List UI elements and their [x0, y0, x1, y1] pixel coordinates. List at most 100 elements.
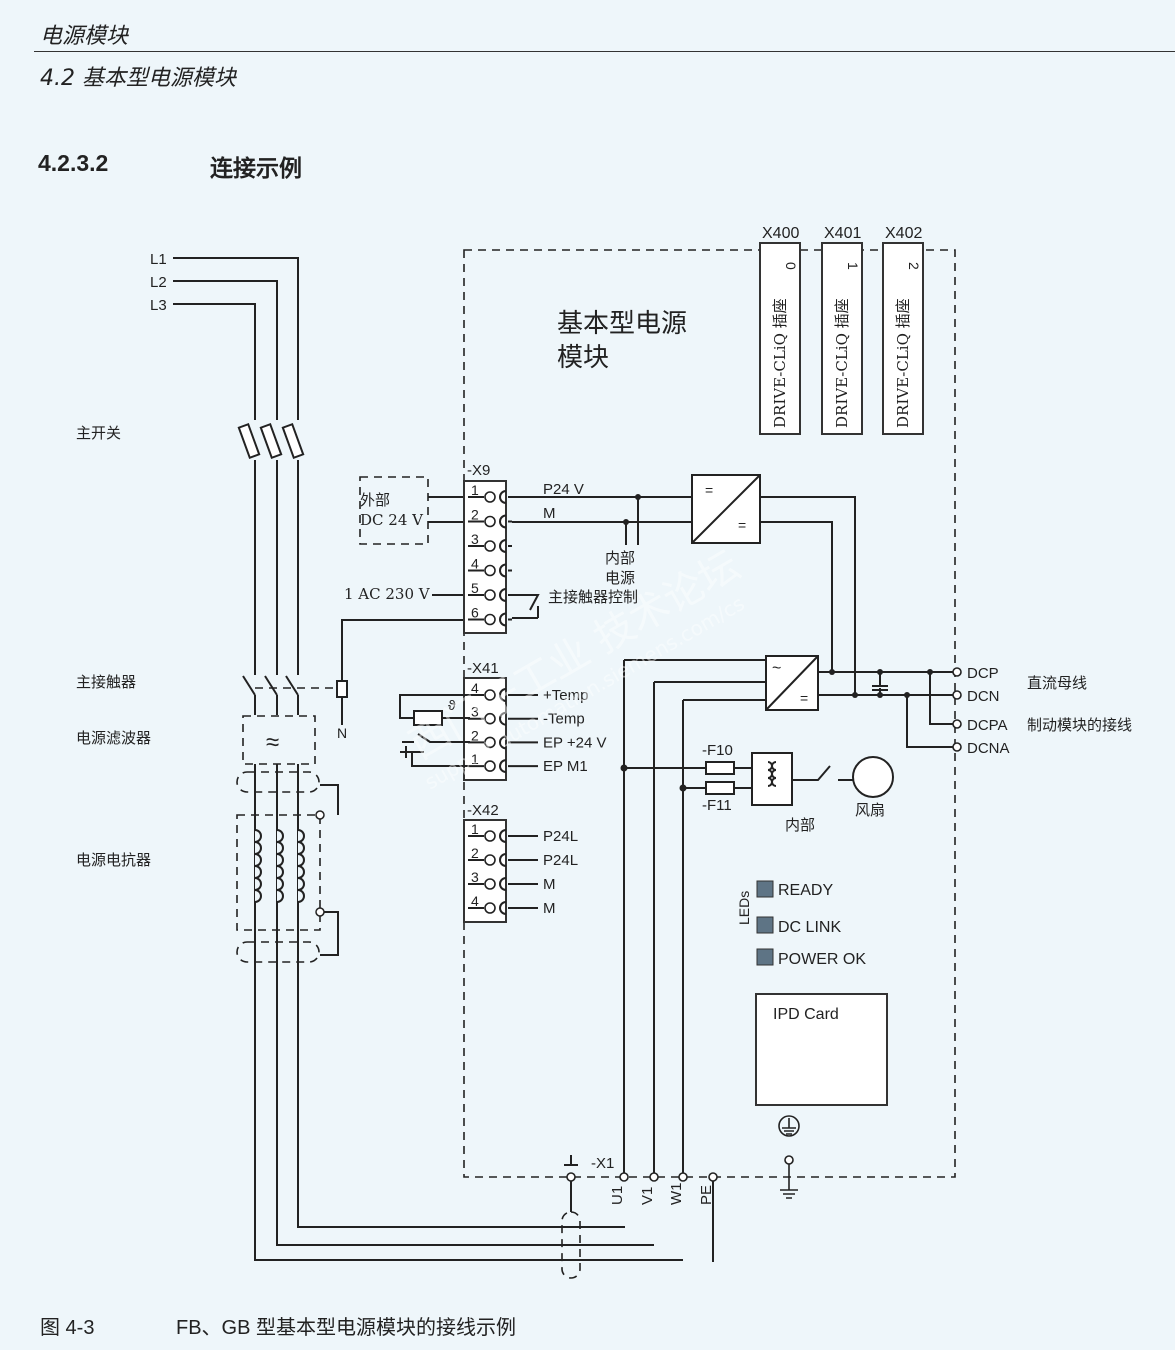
pin-number: 4: [471, 556, 479, 572]
cliq-x402[interactable]: X402 2 DRIVE-CLiQ 插座: [882, 225, 924, 435]
pin-signal-label: P24L: [543, 852, 578, 869]
led-ready: READY: [756, 880, 833, 899]
x9-power-wires: [512, 496, 692, 545]
line-l2: L2: [150, 274, 167, 291]
terminal-screw-icon[interactable]: [484, 540, 496, 552]
pin-wire: [468, 711, 538, 726]
pin-signal-label: EP +24 V: [543, 734, 607, 751]
module-title-2: 模块: [557, 343, 609, 373]
figure-number: 图 4-3: [40, 1317, 95, 1339]
terminal-screw-icon[interactable]: [484, 736, 496, 749]
terminal-screw-icon[interactable]: [484, 902, 496, 914]
thermistor-icon: [413, 710, 443, 726]
cliq-x400[interactable]: X400 0 DRIVE-CLiQ 插座: [759, 225, 801, 435]
shield-icon: [236, 941, 320, 963]
pin-wire: [468, 853, 538, 867]
pin-number: 1: [471, 482, 479, 498]
theta-symbol: ϑ: [448, 697, 456, 713]
brake-module-label: 制动模块的接线: [1027, 716, 1132, 734]
pin-signal-label: M: [543, 900, 556, 917]
x1-wires: [564, 1155, 714, 1262]
dcna-terminal[interactable]: DCNA: [967, 740, 1010, 757]
supply-lines: [173, 257, 299, 420]
dcp-terminal[interactable]: DCP: [967, 665, 999, 682]
terminal-screw-icon[interactable]: [484, 878, 496, 890]
x9-m-label: M: [543, 505, 556, 522]
x9-p24-label: P24 V: [543, 481, 584, 498]
line-wires: [254, 695, 299, 715]
dc-bus-label: 直流母线: [1027, 674, 1087, 692]
contactor-relay-icon: [512, 594, 540, 619]
pin-wire: [468, 829, 538, 843]
pin-number: 6: [471, 605, 479, 621]
pin-number: 2: [471, 507, 479, 523]
pin-number: 3: [471, 869, 479, 885]
cable-shield-icon: [561, 1211, 581, 1279]
line-l1: L1: [150, 251, 167, 268]
ext-supply-label: 外部: [360, 491, 390, 509]
shield-icon: [236, 771, 320, 793]
pin-number: 2: [471, 727, 479, 743]
pin-signal-label: +Temp: [543, 687, 588, 704]
dcpa-terminal[interactable]: DCPA: [967, 717, 1008, 734]
pe-terminal[interactable]: PE: [698, 1185, 715, 1205]
terminal-screw-icon[interactable]: [484, 854, 496, 866]
terminal-screw-icon[interactable]: [484, 564, 496, 577]
cliq-name: X401: [824, 225, 861, 242]
dc-symbol: =: [800, 690, 808, 706]
pin-number: 2: [471, 845, 479, 861]
ipd-card-label: IPD Card: [773, 1006, 839, 1023]
terminal-screw-icon[interactable]: [484, 830, 496, 842]
led-dc-link: DC LINK: [756, 916, 841, 936]
pin-wire: [468, 759, 538, 774]
pin-number: 3: [471, 531, 479, 547]
terminal-screw-icon[interactable]: [484, 491, 496, 503]
cliq-label: DRIVE-CLiQ 插座: [833, 298, 851, 428]
v1-terminal[interactable]: V1: [639, 1187, 656, 1205]
pin-signal-label: P24L: [543, 828, 578, 845]
pin-number: 3: [471, 704, 479, 720]
cliq-x401[interactable]: X401 1 DRIVE-CLiQ 插座: [821, 225, 863, 435]
pin-signal-label: M: [543, 876, 556, 893]
fan-transformer-icon: [751, 752, 793, 806]
fan-label: 风扇: [855, 801, 885, 819]
fuse-f11-icon: [705, 781, 735, 795]
terminal-screw-icon[interactable]: [484, 589, 496, 601]
cliq-name: X400: [762, 225, 799, 242]
dc-symbol: =: [738, 517, 746, 533]
x9-terminal-block[interactable]: [463, 480, 507, 634]
line-l3: L3: [150, 297, 167, 314]
internal-label: 内部: [785, 816, 815, 834]
pin-number: 1: [471, 751, 479, 767]
x41-label: -X41: [467, 660, 499, 677]
dcdc-wires: [760, 496, 856, 695]
pin-signal-label: -Temp: [543, 711, 585, 728]
dc-symbol: =: [705, 482, 713, 498]
terminal-screw-icon[interactable]: [484, 712, 496, 725]
u1-terminal[interactable]: U1: [609, 1186, 626, 1205]
terminal-screw-icon[interactable]: [484, 613, 496, 626]
pin-wire: [468, 877, 538, 891]
terminal-screw-icon[interactable]: [484, 515, 496, 528]
dcn-terminal[interactable]: DCN: [967, 688, 1000, 705]
pin-wire: [468, 735, 538, 750]
contactor-coil-icon: [336, 680, 348, 698]
main-switch-icon: [237, 422, 305, 460]
terminal-screw-icon[interactable]: [484, 689, 496, 701]
pin-wire: [468, 514, 512, 529]
cliq-num: 1: [845, 262, 861, 270]
line-reactor-box: [236, 814, 321, 931]
terminal-screw-icon[interactable]: [484, 760, 496, 772]
thermistor-wiring: [399, 694, 470, 767]
fuse-f10-icon: [705, 761, 735, 775]
ext-supply-voltage: DC 24 V: [360, 511, 424, 529]
filter-symbol: ≈: [266, 729, 279, 756]
led-power-ok: POWER OK: [756, 948, 866, 968]
cliq-num: 0: [783, 262, 799, 270]
label-main-switch: 主开关: [76, 424, 121, 442]
ac-input-wires: [623, 659, 766, 1177]
header-rule: [34, 51, 1175, 52]
led-ready-label: READY: [778, 882, 833, 899]
w1-terminal[interactable]: W1: [668, 1183, 685, 1206]
